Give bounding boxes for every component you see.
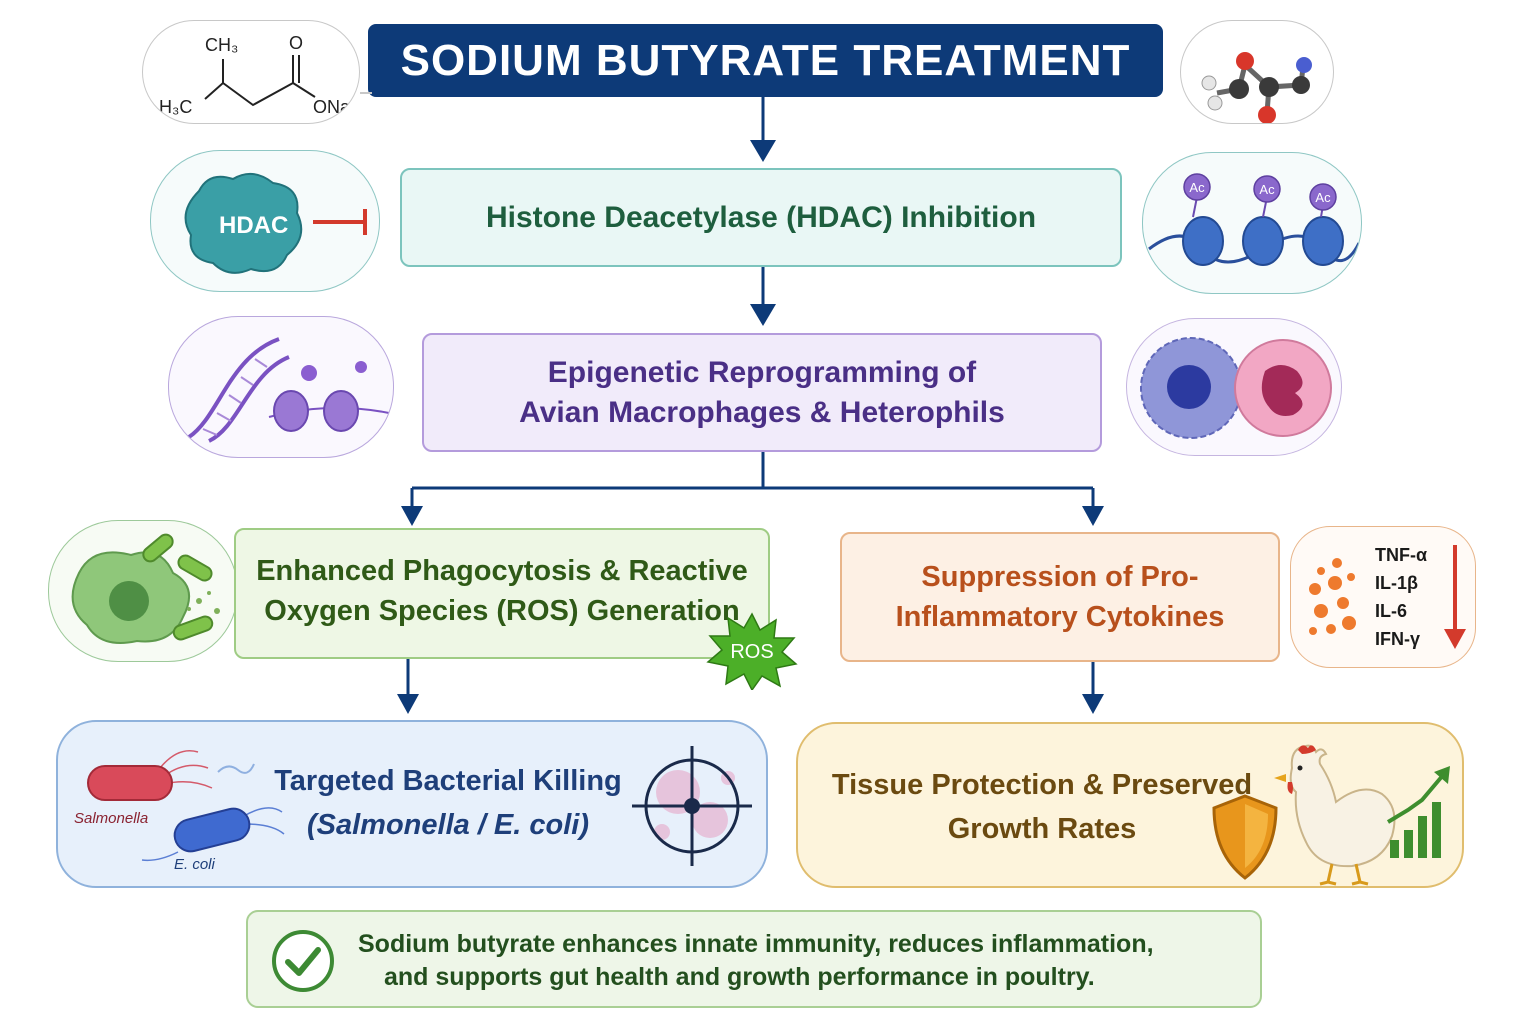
oxygen-label: O bbox=[289, 33, 303, 53]
checkmark-icon bbox=[272, 930, 334, 992]
ecoli-bacterium-icon bbox=[173, 807, 251, 853]
arrowhead-suppression-to-tissue bbox=[1082, 694, 1104, 714]
cytokine-item: TNF-α bbox=[1375, 545, 1428, 565]
salmonella-bacterium-icon bbox=[87, 765, 173, 801]
immune-cells-panel bbox=[1126, 318, 1342, 456]
killing-text-line1: Targeted Bacterial Killing bbox=[274, 765, 622, 797]
acetyl-label-3: Ac bbox=[1315, 190, 1331, 205]
conclusion-line2: and supports gut health and growth perfo… bbox=[384, 963, 1095, 991]
arrowhead-branch-left bbox=[401, 506, 423, 526]
ball-and-stick-molecule-icon bbox=[1201, 52, 1312, 123]
phagocytosis-text-line2: Oxygen Species (ROS) Generation bbox=[264, 594, 740, 627]
structural-formula-icon: CH₃ H₃C O ONa bbox=[159, 33, 351, 117]
phagocyte-engulfing-bacteria-icon bbox=[71, 533, 220, 644]
ball-stick-model-panel bbox=[1180, 20, 1334, 124]
tissue-protection-text: Tissue Protection & Preserved Growth Rat… bbox=[822, 752, 1262, 862]
decrease-arrow-icon bbox=[1444, 545, 1466, 649]
inhibition-bar-icon bbox=[313, 209, 367, 235]
ros-burst-icon: ROS bbox=[706, 612, 798, 690]
cytokine-suppression-box: Suppression of Pro- Inflammatory Cytokin… bbox=[840, 532, 1280, 662]
hdac-enzyme-icon: HDAC bbox=[184, 172, 303, 274]
growth-chart-icon bbox=[1386, 766, 1450, 858]
tissue-protection-box: Tissue Protection & Preserved Growth Rat… bbox=[796, 722, 1464, 888]
epigenetic-text-line2: Avian Macrophages & Heterophils bbox=[519, 395, 1005, 429]
conclusion-line1: Sodium butyrate enhances innate immunity… bbox=[358, 930, 1154, 958]
phagocytosis-panel bbox=[48, 520, 238, 662]
suppression-text-line1: Suppression of Pro- bbox=[921, 561, 1199, 593]
acetyl-label-2: Ac bbox=[1259, 182, 1275, 197]
tissue-text-line1: Tissue Protection & Preserved bbox=[831, 769, 1253, 801]
ros-label: ROS bbox=[730, 641, 773, 663]
hdac-enzyme-panel: HDAC bbox=[150, 150, 380, 292]
acetylated-nucleosome-icon: Ac Ac Ac bbox=[1148, 173, 1361, 266]
phagocytosis-ros-box: Enhanced Phagocytosis & Reactive Oxygen … bbox=[234, 528, 770, 659]
bacterial-killing-text: Targeted Bacterial Killing (Salmonella /… bbox=[258, 748, 638, 858]
molecule-structure-panel: CH₃ H₃C O ONa bbox=[142, 20, 360, 124]
suppression-text-line2: Inflammatory Cytokines bbox=[895, 601, 1225, 633]
h3c-label: H₃C bbox=[159, 97, 192, 117]
bacterial-killing-box: Salmonella E. coli Targeted Bacterial Ki… bbox=[56, 720, 768, 888]
target-crosshair-icon bbox=[632, 746, 752, 866]
hdac-label: HDAC bbox=[219, 212, 288, 239]
cytokine-list: TNF-α IL-1β IL-6 IFN-γ bbox=[1375, 541, 1445, 653]
shield-icon bbox=[1212, 794, 1278, 880]
ch3-label: CH₃ bbox=[205, 35, 238, 55]
bacteria-illustration bbox=[87, 750, 285, 862]
title-text: SODIUM BUTYRATE TREATMENT bbox=[400, 35, 1131, 85]
acetylated-histones-panel: Ac Ac Ac bbox=[1142, 152, 1362, 294]
tissue-text-line2: Growth Rates bbox=[947, 813, 1137, 845]
acetyl-label-1: Ac bbox=[1189, 180, 1205, 195]
killing-text-line2: (Salmonella / E. coli) bbox=[306, 809, 589, 841]
salmonella-label: Salmonella bbox=[74, 810, 149, 827]
title-banner: SODIUM BUTYRATE TREATMENT bbox=[368, 24, 1163, 97]
cytokine-particles-icon bbox=[1309, 558, 1356, 635]
macrophage-heterophil-icon bbox=[1140, 337, 1332, 439]
arrowhead-phago-to-killing bbox=[397, 694, 419, 714]
epigenetic-reprogramming-box: Epigenetic Reprogramming of Avian Macrop… bbox=[422, 333, 1102, 452]
hdac-inhibition-box: Histone Deacetylase (HDAC) Inhibition bbox=[400, 168, 1122, 267]
arrowhead-title-to-hdac bbox=[750, 140, 776, 162]
dna-chromatin-panel bbox=[168, 316, 394, 458]
chicken-icon bbox=[1274, 744, 1396, 886]
hdac-inhibition-text: Histone Deacetylase (HDAC) Inhibition bbox=[485, 200, 1037, 234]
conclusion-box: Sodium butyrate enhances innate immunity… bbox=[246, 910, 1262, 1008]
cytokine-item: IFN-γ bbox=[1375, 629, 1420, 649]
molecule-connector-line bbox=[360, 92, 372, 94]
dna-helix-icon bbox=[187, 337, 390, 443]
epigenetic-text-line1: Epigenetic Reprogramming of bbox=[547, 355, 977, 389]
cytokine-item: IL-1β bbox=[1375, 573, 1418, 593]
conclusion-text: Sodium butyrate enhances innate immunity… bbox=[358, 928, 1248, 994]
phagocytosis-text-line1: Enhanced Phagocytosis & Reactive bbox=[256, 554, 748, 587]
arrowhead-hdac-to-epigenetic bbox=[750, 304, 776, 326]
ecoli-label: E. coli bbox=[174, 856, 215, 873]
cytokine-item: IL-6 bbox=[1375, 601, 1408, 621]
arrowhead-branch-right bbox=[1082, 506, 1104, 526]
cytokine-panel: TNF-α IL-1β IL-6 IFN-γ bbox=[1290, 526, 1476, 668]
